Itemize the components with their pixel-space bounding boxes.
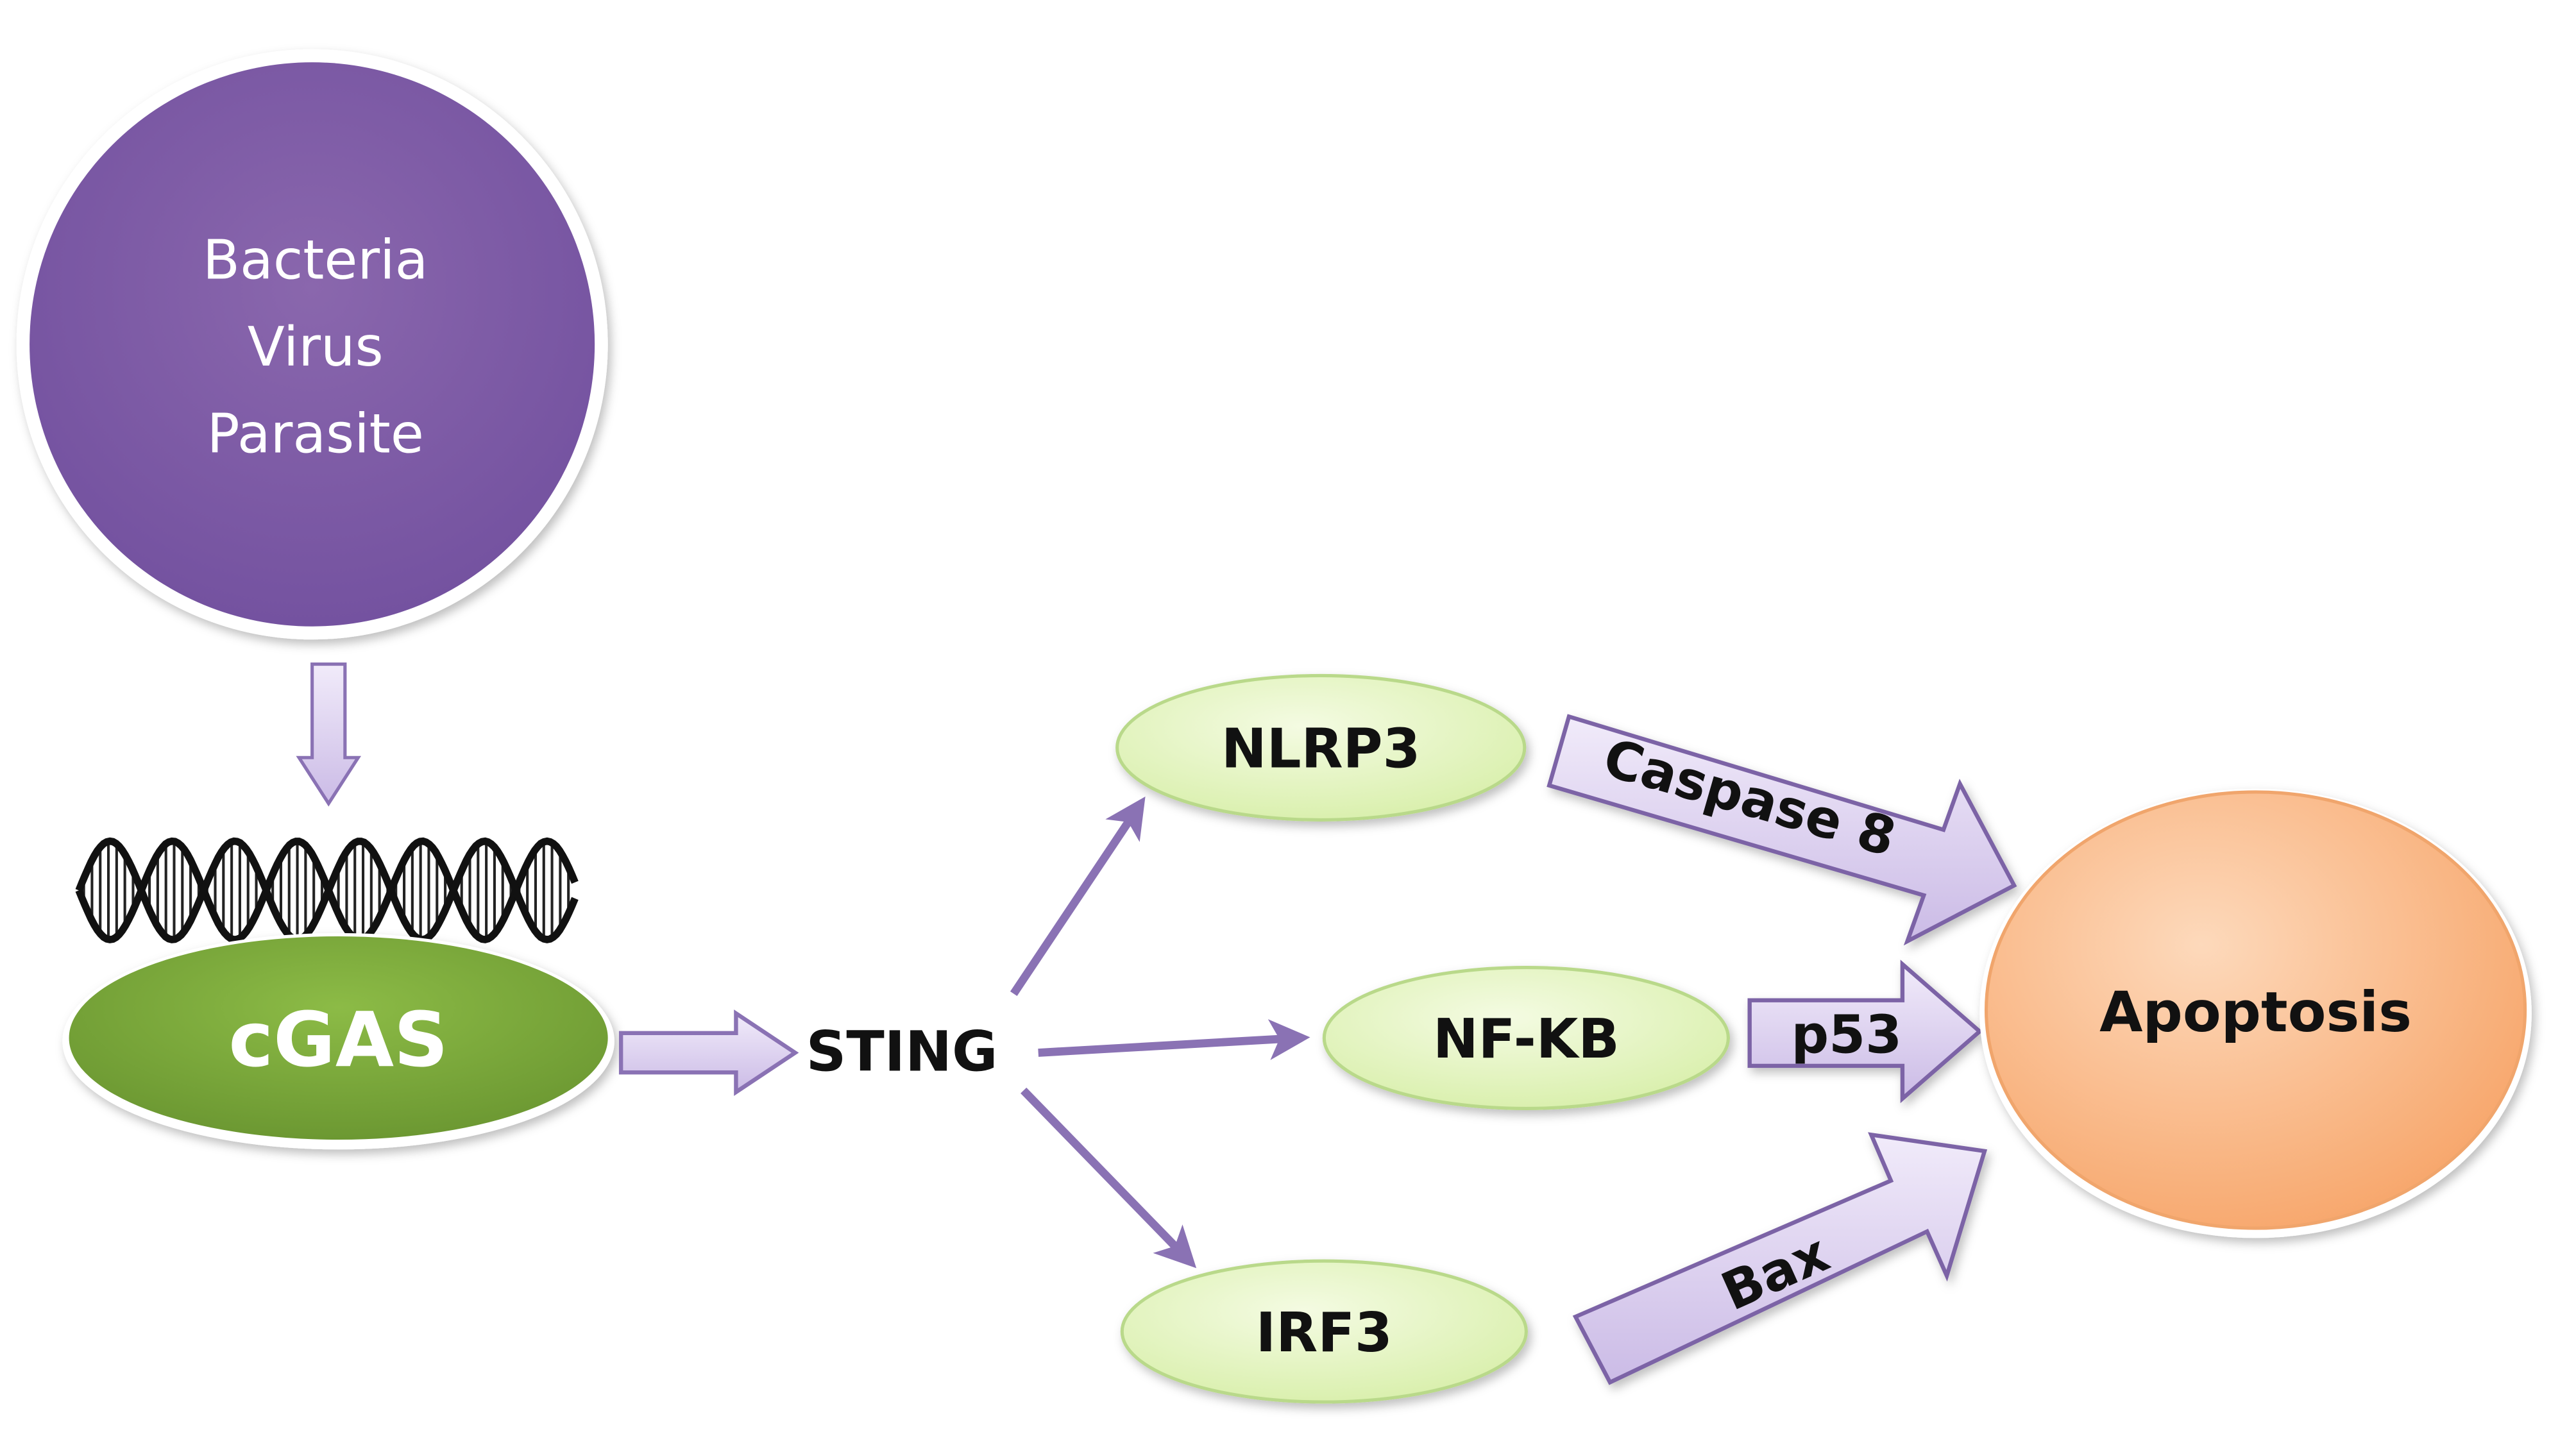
sting-to-nlrp3-arrow <box>1010 796 1146 996</box>
irf3-node: IRF3 <box>1120 1259 1528 1404</box>
pathogen-label-bacteria: Bacteria <box>203 229 428 292</box>
irf3-ellipse <box>1120 1259 1528 1404</box>
nfkb-label: NF-KB <box>1433 1008 1620 1070</box>
nlrp3-label: NLRP3 <box>1221 718 1420 781</box>
caspase8-arrow-shape <box>1546 714 2017 946</box>
dna-helix-icon <box>75 837 579 943</box>
cgas-label: cGAS <box>228 996 448 1084</box>
p53-arrow: p53 <box>1747 959 1983 1104</box>
nlrp3-node: NLRP3 <box>1115 673 1527 822</box>
p53-arrow-shape <box>1747 959 1983 1104</box>
pathogen-circle <box>30 62 595 627</box>
cgas-ellipse <box>69 936 608 1140</box>
apoptosis-node: Apoptosis <box>1979 788 2532 1238</box>
apoptosis-label: Apoptosis <box>2099 979 2412 1045</box>
nfkb-node: NF-KB <box>1322 965 1730 1110</box>
irf3-label: IRF3 <box>1256 1301 1393 1364</box>
nfkb-ellipse <box>1322 965 1730 1110</box>
cgas-to-sting-arrow <box>618 1009 799 1096</box>
p53-label: p53 <box>1791 1005 1902 1066</box>
sting-to-irf3-arrow <box>1021 1087 1197 1269</box>
pathogen-label-virus: Virus <box>248 316 384 378</box>
apoptosis-ellipse <box>1984 790 2527 1230</box>
caspase8-arrow: Caspase 8 <box>1546 714 2017 946</box>
cgas-node: cGAS <box>62 932 614 1150</box>
sting-to-nfkb-arrow <box>1038 1019 1310 1060</box>
dna-strand-b <box>75 837 579 943</box>
nlrp3-ellipse <box>1115 673 1527 822</box>
sting-label: STING <box>806 1019 998 1084</box>
bax-arrow: Bax <box>1572 1132 1988 1385</box>
pathogen-to-dna-arrow <box>296 662 362 807</box>
pathogen-label-parasite: Parasite <box>207 403 424 466</box>
pathogen-node: Bacteria Virus Parasite <box>16 49 608 640</box>
caspase8-label: Caspase 8 <box>1597 727 1902 868</box>
bax-arrow-shape <box>1572 1132 1988 1385</box>
